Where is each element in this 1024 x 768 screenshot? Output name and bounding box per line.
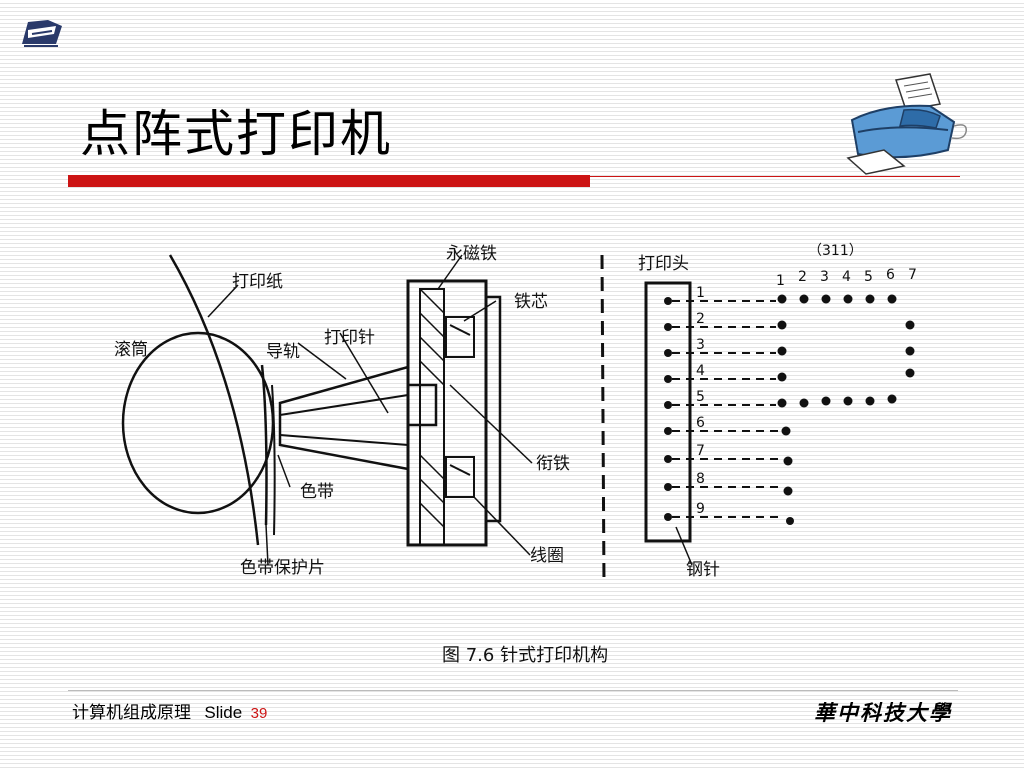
coil-upper	[445, 316, 475, 358]
label-pin: 打印针	[324, 328, 375, 348]
university-logo	[18, 14, 66, 50]
svg-text:2: 2	[798, 269, 807, 285]
label-steel-pin: 钢针	[686, 560, 720, 580]
label-core: 铁芯	[514, 292, 548, 312]
course-name: 计算机组成原理	[72, 703, 191, 723]
svg-text:4: 4	[842, 269, 851, 285]
column-numbers: 1 2 3 4 5 6 7	[776, 267, 917, 289]
printer-illustration	[844, 70, 974, 180]
svg-text:5: 5	[864, 269, 873, 285]
svg-text:6: 6	[886, 267, 895, 283]
dot-matrix-figure: 打印纸 滚筒 导轨 打印针 永磁铁 铁芯 衔铁 色带 色带保护片 线圈 打印头 …	[90, 225, 960, 685]
label-coil: 线圈	[530, 546, 564, 566]
svg-text:5: 5	[696, 389, 705, 405]
svg-text:3: 3	[820, 269, 829, 285]
title-underline-line	[590, 176, 960, 177]
separator-dashed	[600, 254, 606, 586]
slide-label: Slide	[204, 703, 243, 722]
svg-text:6: 6	[696, 415, 705, 431]
head-body	[406, 279, 488, 547]
pin-leader-lines	[672, 300, 784, 518]
title-underline-bar	[68, 175, 590, 187]
print-head-box	[644, 281, 692, 543]
dot-matrix-letter	[777, 294, 915, 525]
label-magnet: 永磁铁	[446, 244, 497, 264]
svg-text:4: 4	[696, 363, 705, 379]
label-shield: 色带保护片	[240, 558, 325, 578]
svg-text:7: 7	[908, 267, 917, 283]
label-print-head: 打印头	[638, 254, 689, 274]
university-name: 華中科技大學	[814, 700, 952, 725]
paper-line	[168, 254, 260, 546]
guide-cone	[278, 365, 410, 471]
label-drum: 滚筒	[114, 340, 148, 360]
footer-divider	[68, 690, 958, 691]
svg-text:3: 3	[696, 337, 705, 353]
svg-text:1: 1	[776, 273, 785, 289]
label-paper: 打印纸	[232, 272, 283, 292]
label-guide: 导轨	[266, 342, 300, 362]
svg-text:7: 7	[696, 443, 705, 459]
svg-text:8: 8	[696, 471, 705, 487]
svg-text:2: 2	[696, 311, 705, 327]
slide-number: 39	[250, 705, 268, 722]
coil-lower	[445, 456, 475, 498]
label-armature: 衔铁	[536, 454, 570, 474]
pin-numbers: 1 2 3 4 5 6 7 8 9	[696, 285, 705, 517]
svg-text:9: 9	[696, 501, 705, 517]
footer-course: 计算机组成原理 Slide 39	[72, 698, 267, 723]
ribbon-line	[260, 364, 268, 526]
slide-title: 点阵式打印机	[80, 105, 392, 163]
svg-text:1: 1	[696, 285, 705, 301]
figure-caption: 图 7.6 针式打印机构	[442, 645, 608, 666]
shield-line	[271, 384, 276, 536]
figure-note: （311）	[808, 243, 863, 259]
label-ribbon: 色带	[300, 482, 334, 502]
